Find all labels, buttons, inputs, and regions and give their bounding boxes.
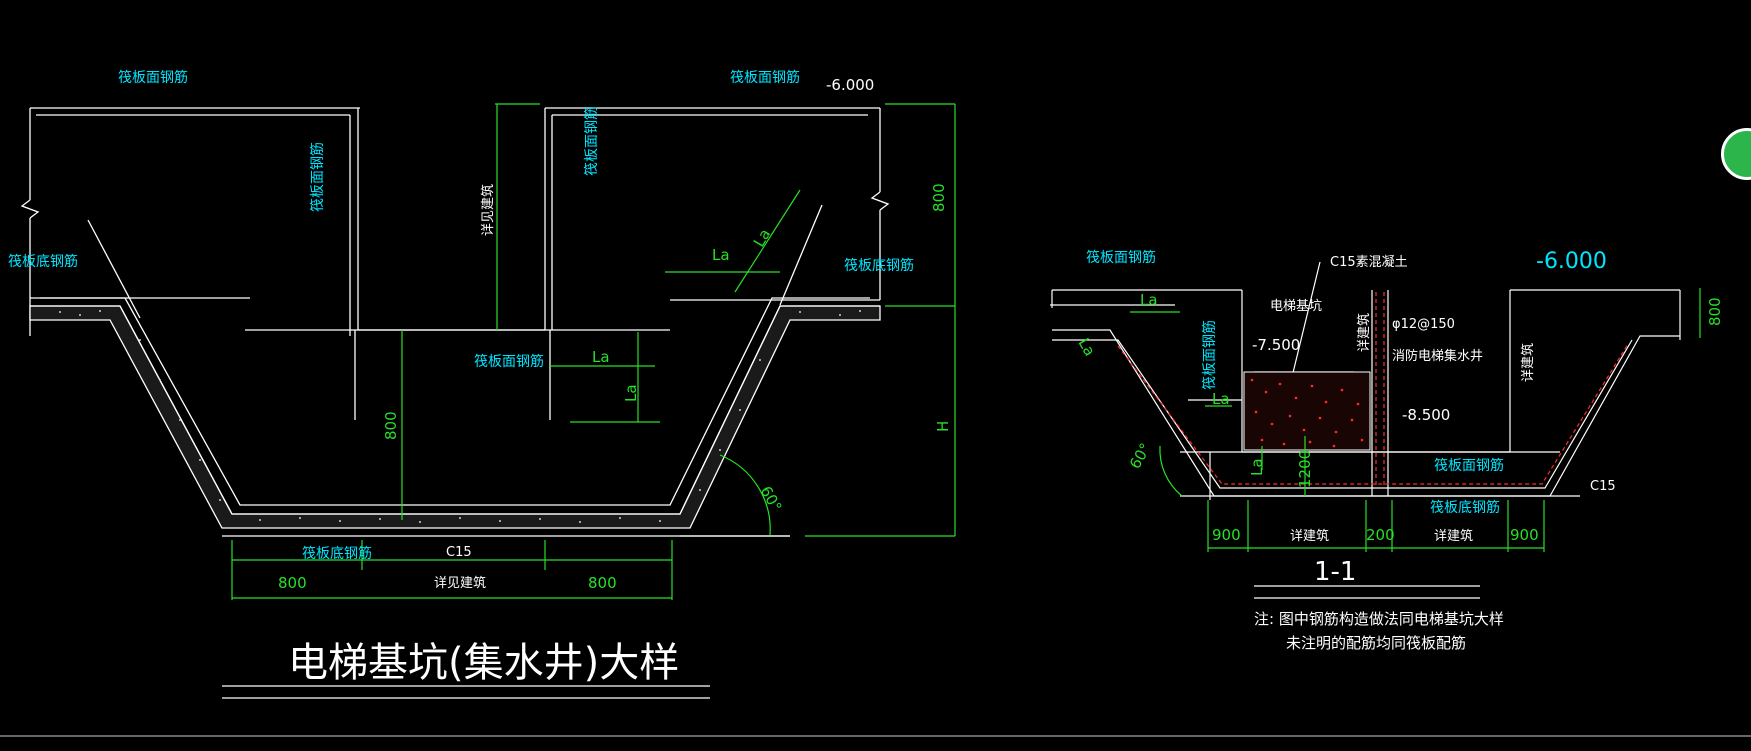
dim-bottom-left: 800 [278, 574, 307, 592]
right-dim-la-4: La [1248, 458, 1266, 476]
right-elev-mid: -7.500 [1252, 336, 1300, 354]
c15-fill-block [1243, 371, 1371, 451]
c15-fill-dots [1250, 378, 1364, 448]
label-vertical-bar-left: 筏板面钢筋 [309, 142, 326, 212]
dim-bottom-right: 800 [588, 574, 617, 592]
right-dim-900-right: 900 [1510, 526, 1539, 544]
right-dim-angle: 60° [1126, 440, 1155, 472]
dim-angle: 60° [757, 483, 786, 515]
dim-la-3: La [592, 348, 610, 366]
right-dim-see-right: 详建筑 [1434, 528, 1473, 544]
right-dim-la-2: La [1212, 390, 1230, 408]
right-dimensions [1130, 288, 1701, 552]
right-dim-900-left: 900 [1212, 526, 1241, 544]
right-title-underline [1254, 585, 1480, 599]
label-top-bar-right: 筏板面钢筋 [730, 69, 800, 86]
right-dim-la-3: La [1075, 335, 1099, 359]
right-label-bottom-bar: 筏板底钢筋 [1430, 499, 1500, 516]
right-dim-200: 200 [1366, 526, 1395, 544]
right-elev-low: -8.500 [1402, 406, 1450, 424]
dim-H: H [934, 421, 952, 432]
right-dim-la-1: La [1140, 291, 1158, 309]
right-elev-top: -6.000 [1536, 249, 1607, 274]
right-dim-1200: 1200 [1296, 450, 1314, 488]
left-detail [20, 107, 890, 537]
right-section-title: 1-1 [1314, 557, 1356, 587]
right-label-see-arch-1: 详建筑 [1356, 313, 1372, 352]
right-label-pit: 电梯基坑 [1270, 299, 1322, 314]
right-label-see-arch-2: 详建筑 [1520, 343, 1536, 382]
label-see-arch: 详见建筑 [480, 184, 496, 236]
label-see-arch-bottom: 详见建筑 [434, 575, 486, 591]
left-title-underline [222, 685, 710, 699]
label-c15: C15 [446, 545, 472, 560]
dim-800-right: 800 [930, 183, 948, 212]
label-bottom-bar-left: 筏板底钢筋 [8, 253, 78, 270]
dim-la-2: La [750, 226, 774, 250]
label-center-bar: 筏板面钢筋 [474, 353, 544, 370]
right-label-c15-fill: C15素混凝土 [1330, 254, 1408, 270]
right-label-c15: C15 [1590, 479, 1616, 494]
right-label-sump: 消防电梯集水井 [1392, 348, 1483, 364]
left-detail-title: 电梯基坑(集水井)大样 [288, 640, 679, 686]
label-vertical-bar-right: 筏板面钢筋 [583, 106, 600, 176]
right-red-rebar [1117, 292, 1629, 486]
right-label-top-bar: 筏板面钢筋 [1086, 249, 1156, 266]
right-note-line2: 未注明的配筋均同筏板配筋 [1286, 634, 1466, 652]
left-text: 筏板面钢筋 筏板面钢筋 -6.000 筏板底钢筋 筏板底钢筋 筏板面钢筋 筏板底… [8, 69, 952, 686]
left-concrete-hatch [59, 310, 861, 523]
right-dim-800: 800 [1706, 297, 1724, 326]
right-text: 筏板面钢筋 C15素混凝土 电梯基坑 φ12@150 消防电梯集水井 -6.00… [1075, 249, 1724, 652]
label-top-bar-left: 筏板面钢筋 [118, 69, 188, 86]
label-bottom-bar-right: 筏板底钢筋 [844, 257, 914, 274]
right-note-line1: 注: 图中钢筋构造做法同电梯基坑大样 [1254, 610, 1504, 628]
right-label-face-bar: 筏板面钢筋 [1434, 457, 1504, 474]
right-dim-see-left: 详建筑 [1290, 528, 1329, 544]
left-dimensions [231, 103, 956, 600]
dim-la-4: La [622, 384, 640, 402]
right-rebar-spec: φ12@150 [1392, 317, 1455, 332]
left-elevation: -6.000 [826, 76, 874, 94]
dim-la-1: La [712, 246, 730, 264]
label-pit-bottom-bar: 筏板底钢筋 [302, 545, 372, 562]
dim-800-center: 800 [382, 411, 400, 440]
right-label-vertical-bar: 筏板面钢筋 [1201, 320, 1218, 390]
